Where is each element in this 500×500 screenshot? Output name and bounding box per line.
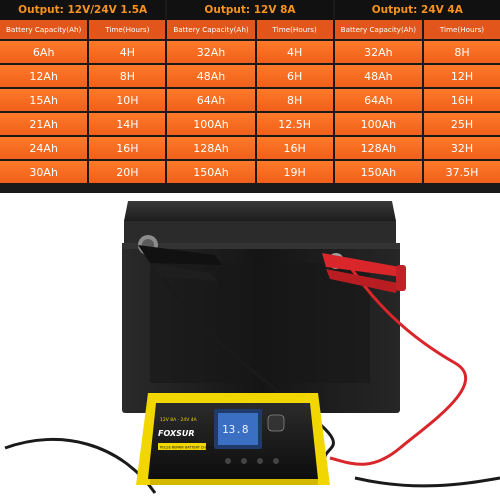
header-time: Time(Hours)	[256, 20, 333, 39]
cell-time: 20H	[89, 161, 166, 183]
cell-capacity: 128Ah	[334, 137, 423, 159]
charger-brand: FOXSUR	[158, 429, 195, 438]
cell-time: 32H	[424, 137, 500, 159]
cell-capacity: 128Ah	[167, 137, 255, 159]
cell-capacity: 24Ah	[0, 137, 88, 159]
cell-time: 16H	[256, 137, 333, 159]
cell-time: 10H	[89, 89, 166, 111]
table-2: Output: 12V 8A Battery Capacity(Ah) Time…	[167, 0, 333, 193]
header-time: Time(Hours)	[424, 20, 500, 39]
table-1: Output: 12V/24V 1.5A Battery Capacity(Ah…	[0, 0, 166, 193]
cell-capacity: 150Ah	[167, 161, 255, 183]
cell-time: 16H	[89, 137, 166, 159]
cell-capacity: 48Ah	[167, 65, 255, 87]
cell-time: 16H	[424, 89, 500, 111]
cell-time: 8H	[424, 41, 500, 63]
header-capacity: Battery Capacity(Ah)	[0, 20, 88, 39]
cell-time: 37.5H	[424, 161, 500, 183]
table-header: Battery Capacity(Ah) Time(Hours)	[334, 20, 500, 39]
table-title: Output: 12V 8A	[167, 0, 333, 20]
header-time: Time(Hours)	[89, 20, 166, 39]
table-header: Battery Capacity(Ah) Time(Hours)	[0, 20, 166, 39]
header-capacity: Battery Capacity(Ah)	[167, 20, 255, 39]
header-capacity: Battery Capacity(Ah)	[334, 20, 423, 39]
cell-time: 4H	[256, 41, 333, 63]
cell-time: 19H	[256, 161, 333, 183]
cell-time: 12H	[424, 65, 500, 87]
product-photo: 12V 8A · 24V 4A FOXSUR PULSE REPAIR BATT…	[4, 201, 500, 494]
battery-charger: 12V 8A · 24V 4A FOXSUR PULSE REPAIR BATT…	[136, 393, 330, 485]
cell-capacity: 32Ah	[334, 41, 423, 63]
cell-capacity: 64Ah	[334, 89, 423, 111]
cell-capacity: 30Ah	[0, 161, 88, 183]
cell-capacity: 21Ah	[0, 113, 88, 135]
cell-time: 8H	[256, 89, 333, 111]
cell-capacity: 6Ah	[0, 41, 88, 63]
table-3: Output: 24V 4A Battery Capacity(Ah) Time…	[334, 0, 500, 193]
cell-time: 6H	[256, 65, 333, 87]
cell-time: 25H	[424, 113, 500, 135]
charger-spec: 12V 8A · 24V 4A	[160, 417, 198, 423]
table-title: Output: 24V 4A	[334, 0, 500, 20]
table-header: Battery Capacity(Ah) Time(Hours)	[167, 20, 333, 39]
car-battery	[122, 201, 400, 413]
cell-capacity: 100Ah	[167, 113, 255, 135]
cell-capacity: 32Ah	[167, 41, 255, 63]
cell-capacity: 64Ah	[167, 89, 255, 111]
cell-capacity: 12Ah	[0, 65, 88, 87]
red-clamp-icon	[322, 253, 406, 293]
table-title: Output: 12V/24V 1.5A	[0, 0, 166, 20]
cell-time: 8H	[89, 65, 166, 87]
cell-time: 4H	[89, 41, 166, 63]
charge-time-tables: Output: 12V/24V 1.5A Battery Capacity(Ah…	[0, 0, 500, 193]
cell-capacity: 150Ah	[334, 161, 423, 183]
cell-capacity: 48Ah	[334, 65, 423, 87]
mode-button[interactable]	[267, 414, 285, 432]
cell-capacity: 15Ah	[0, 89, 88, 111]
charger-subtitle: PULSE REPAIR BATTERY CHARGER	[160, 446, 218, 450]
cell-capacity: 100Ah	[334, 113, 423, 135]
lcd-readout: 13.8	[222, 423, 249, 436]
cell-time: 12.5H	[256, 113, 333, 135]
cell-time: 14H	[89, 113, 166, 135]
black-clamp-icon	[138, 235, 222, 281]
